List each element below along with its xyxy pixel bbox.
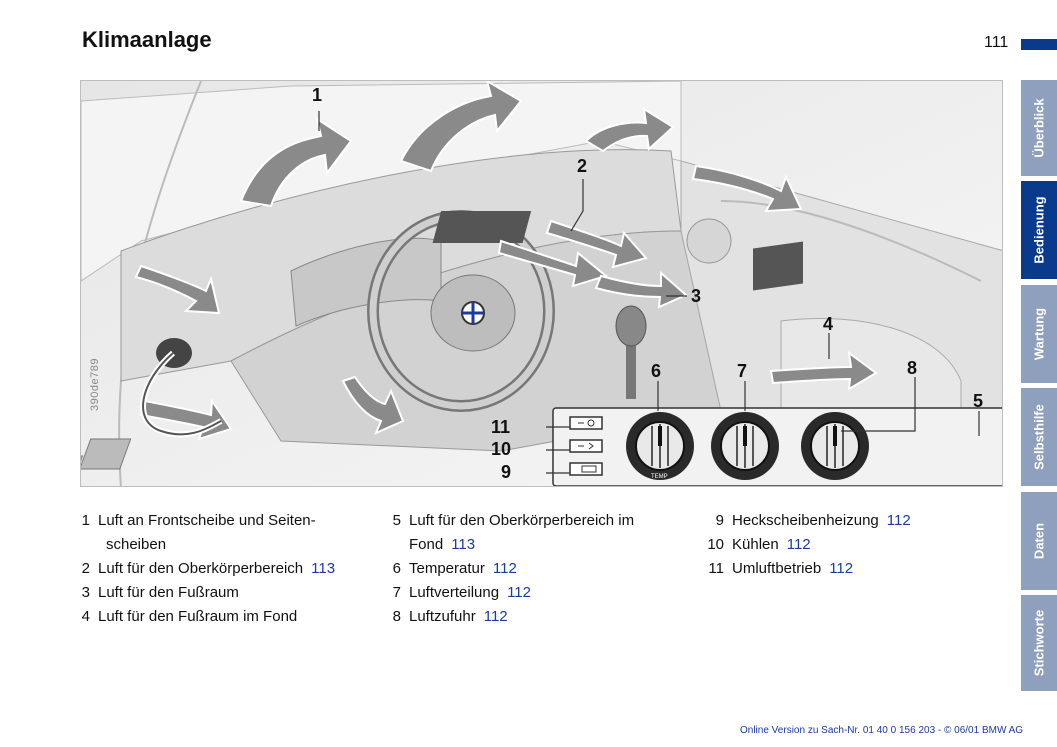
legend-item: 7 Luftverteilung 112 [391,581,691,605]
footer-copyright: Online Version zu Sach-Nr. 01 40 0 156 2… [740,725,1024,736]
callout-5: 5 [973,391,984,411]
legend-column-1: 1 Luft an Frontscheibe und Seiten-scheib… [80,509,380,629]
tab-daten[interactable]: Daten [1021,492,1057,590]
page-reference-link[interactable]: 112 [886,512,911,529]
page-number-accent-bar [1021,39,1057,50]
legend-item: 3 Luft für den Fußraum [81,584,239,601]
callout-11: 11 [491,417,511,437]
legend-item: 8 Luftzufuhr 112 [391,605,691,629]
legend-item: 1 Luft an Frontscheibe und Seiten-scheib… [81,512,316,553]
legend-column-3: 9 Heckscheibenheizung 112 10 Kühlen 112 … [705,509,1005,581]
temp-knob-label: TEMP [651,474,668,480]
car-interior-drawing: TEMP [81,81,1002,486]
climate-illustration: TEMP 390de789 1 2 3 4 5 6 [80,80,1003,487]
page-reference-link[interactable]: 113 [451,536,476,553]
page-number: 111 [984,34,1009,51]
callout-9: 9 [501,462,512,482]
legend-item: 10 Kühlen 112 [705,533,1005,557]
callout-2: 2 [577,156,588,176]
legend-item: 2 Luft für den Oberkörperbereich 113 [80,557,380,581]
tab-ueberblick[interactable]: Überblick [1021,80,1057,176]
callout-8: 8 [907,358,918,378]
page-reference-link[interactable]: 113 [311,560,336,577]
callout-3: 3 [691,286,702,306]
legend-item: 11 Umluftbetrieb 112 [705,557,1005,581]
tab-wartung[interactable]: Wartung [1021,285,1057,383]
tab-bedienung[interactable]: Bedienung [1021,181,1057,279]
callout-10: 10 [491,439,512,459]
tab-selbsthilfe[interactable]: Selbsthilfe [1021,388,1057,486]
legend-item: 6 Temperatur 112 [391,557,691,581]
legend-item: 4 Luft für den Fußraum im Fond [81,608,298,625]
page-reference-link[interactable]: 112 [829,560,854,577]
page-reference-link[interactable]: 112 [492,560,517,577]
legend-item: 9 Heckscheibenheizung 112 [705,509,1005,533]
page-title: Klimaanlage [82,27,212,52]
callout-4: 4 [823,314,834,334]
callout-6: 6 [651,361,662,381]
callout-7: 7 [737,361,748,381]
page-reference-link[interactable]: 112 [507,584,531,601]
page-reference-link[interactable]: 112 [786,536,811,553]
tab-stichworte[interactable]: Stichworte [1021,595,1057,691]
figure-code: 390de789 [89,358,101,411]
callout-1: 1 [312,85,323,105]
page-reference-link[interactable]: 112 [483,608,508,625]
